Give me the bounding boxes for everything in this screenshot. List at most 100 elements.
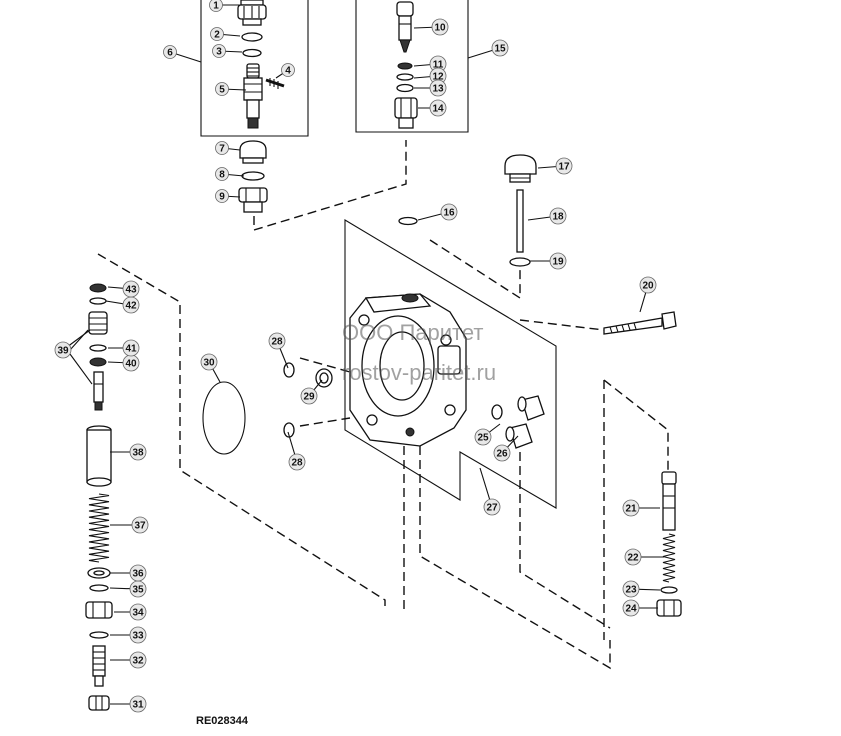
callout-label: 4 xyxy=(285,66,291,77)
part-19-o-ring xyxy=(509,257,531,267)
callout-bubble xyxy=(212,44,226,58)
callout-c31: 31 xyxy=(110,695,147,713)
callout-label: 15 xyxy=(494,44,506,55)
part-25-ring xyxy=(491,404,503,420)
callout-label: 23 xyxy=(625,585,637,596)
callout-bubble xyxy=(129,564,147,582)
assembly-path-bolt xyxy=(519,319,605,331)
part-11-ring xyxy=(397,62,413,70)
assembly-path-28b xyxy=(299,417,351,427)
callout-c3: 3 xyxy=(212,44,243,58)
callout-label: 29 xyxy=(303,392,315,403)
callout-bubble xyxy=(122,280,140,298)
part-24-nut xyxy=(656,599,682,617)
part-8-o-ring xyxy=(241,171,265,181)
callout-bubble xyxy=(474,428,492,446)
part-7-plug xyxy=(239,140,267,164)
callout-bubble xyxy=(129,443,147,461)
assembly-path-housing-right xyxy=(419,446,611,670)
callout-label: 13 xyxy=(432,84,444,95)
callout-bubble xyxy=(163,45,177,59)
part-37-spring xyxy=(88,493,110,563)
callout-group: 1234567891011121314151617181920212223242… xyxy=(54,0,664,713)
callout-label: 19 xyxy=(552,257,564,268)
callout-c18: 18 xyxy=(527,207,567,225)
callout-label: 5 xyxy=(219,85,225,96)
watermark-line-1: ООО Паритет xyxy=(342,320,483,345)
callout-bubble xyxy=(431,18,449,36)
part-18-rod xyxy=(516,189,524,253)
callout-c10: 10 xyxy=(413,18,449,36)
callout-c14: 14 xyxy=(418,99,447,117)
part-39-spool xyxy=(93,371,104,411)
part-42-ring xyxy=(89,297,107,305)
part-16-o-ring xyxy=(398,216,418,226)
callout-label: 40 xyxy=(125,359,137,370)
callout-label: 11 xyxy=(433,60,444,71)
callout-label: 7 xyxy=(219,144,225,155)
group-box-6 xyxy=(200,0,309,137)
callout-label: 9 xyxy=(219,192,225,203)
callout-c1: 1 xyxy=(209,0,244,12)
callout-c38: 38 xyxy=(110,443,147,461)
callout-c2: 2 xyxy=(210,27,241,41)
callout-label: 39 xyxy=(57,346,69,357)
callout-bubble xyxy=(268,332,286,350)
callout-c32: 32 xyxy=(110,651,147,669)
part-35-ring xyxy=(89,584,109,592)
callout-label: 38 xyxy=(132,448,144,459)
callout-label: 31 xyxy=(132,700,144,711)
callout-bubble xyxy=(288,453,306,471)
part-40-ring xyxy=(89,357,107,367)
callout-label: 28 xyxy=(271,337,283,348)
part-43-ring xyxy=(89,283,107,293)
callout-c36: 36 xyxy=(110,564,147,582)
callout-c37: 37 xyxy=(110,516,149,534)
valve-housing xyxy=(349,293,467,447)
assembly-path-right-stack xyxy=(603,379,669,470)
callout-c26: 26 xyxy=(493,435,519,462)
callout-c17: 17 xyxy=(537,157,573,175)
part-25-plug xyxy=(517,395,545,421)
callout-c30: 30 xyxy=(200,353,221,383)
callout-label: 36 xyxy=(132,569,144,580)
callout-c33: 33 xyxy=(110,626,147,644)
callout-c42: 42 xyxy=(105,296,140,314)
callout-bubble xyxy=(483,498,501,516)
callout-bubble xyxy=(210,27,224,41)
callout-bubble xyxy=(549,207,567,225)
part-13-ring xyxy=(396,83,414,93)
callout-c28b: 28 xyxy=(287,431,306,471)
assembly-path-rod xyxy=(429,239,521,300)
callout-label: 1 xyxy=(213,1,219,12)
part-10-valve-pin xyxy=(396,1,414,53)
callout-label: 12 xyxy=(432,72,444,83)
part-2-o-ring xyxy=(241,32,263,42)
callout-bubble xyxy=(639,276,657,294)
part-41-ring xyxy=(89,344,107,352)
callout-bubble xyxy=(54,341,72,359)
part-3-o-ring xyxy=(242,48,262,58)
callout-c8: 8 xyxy=(215,167,245,181)
callout-label: 17 xyxy=(558,162,570,173)
part-22-spring xyxy=(662,533,676,583)
callout-bubble xyxy=(215,167,229,181)
callout-label: 2 xyxy=(214,30,220,41)
callout-c40: 40 xyxy=(107,354,140,372)
callout-c13: 13 xyxy=(414,79,447,97)
callout-label: 41 xyxy=(125,344,137,355)
callout-bubble xyxy=(281,63,295,77)
callout-bubble xyxy=(300,387,318,405)
callout-c15: 15 xyxy=(467,39,509,59)
part-12-ring xyxy=(396,73,414,81)
part-23-ring xyxy=(660,586,678,594)
group-box-15 xyxy=(355,0,469,133)
callout-c9: 9 xyxy=(215,189,241,203)
part-39-valve-assembly xyxy=(88,311,108,335)
callout-bubble xyxy=(491,39,509,57)
callout-c16: 16 xyxy=(417,203,458,221)
callout-label: 8 xyxy=(219,170,225,181)
callout-c41: 41 xyxy=(108,339,140,357)
callout-c7: 7 xyxy=(215,141,241,155)
